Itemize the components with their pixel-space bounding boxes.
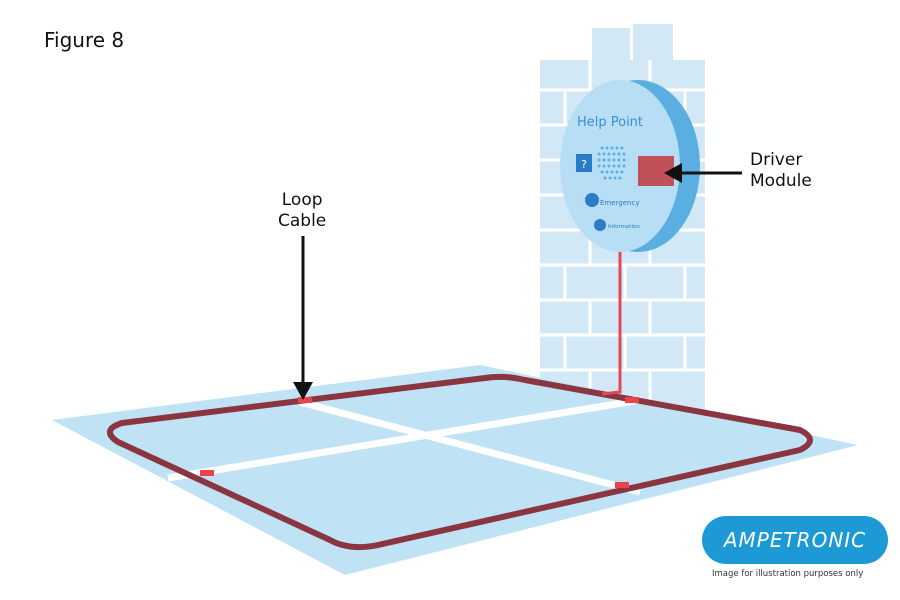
information-label: Information [608,224,640,230]
ampetronic-logo: AMPETRONIC [702,516,888,564]
svg-text:?: ? [581,158,587,171]
hearing-loop-icon: ? [576,154,592,172]
figure-title: Figure 8 [44,28,125,52]
driver-module-label: Driver Module [750,150,812,191]
emergency-label: Emergency [600,199,639,207]
help-point-title: Help Point [577,115,643,130]
arrow-icon [664,163,742,183]
information-button [594,219,606,231]
loop-cable-crossings [200,397,639,488]
disclaimer-text: Image for illustration purposes only [712,569,864,579]
loop-cable-label: Loop Cable [278,190,327,231]
floor-area [52,365,858,575]
emergency-button [585,193,599,207]
speaker-grille-icon [597,146,626,180]
arrow-icon [293,236,313,400]
loop-cable [107,373,813,551]
